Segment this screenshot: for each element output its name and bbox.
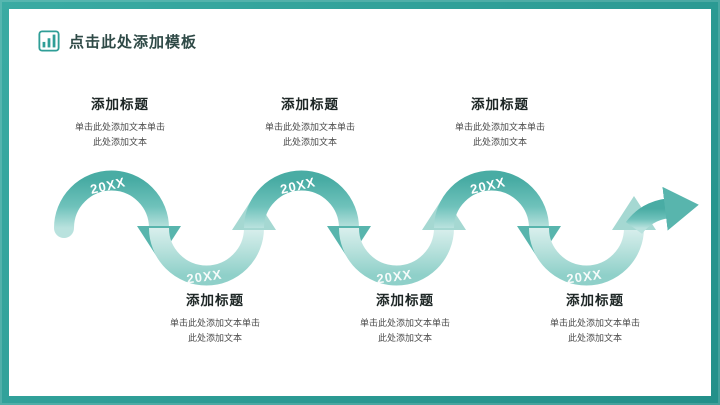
block-heading: 添加标题 [566, 293, 624, 308]
block-body-line: 此处添加文本 [377, 333, 432, 343]
wave-arc-up-2 [244, 170, 371, 260]
wave-arc-up-3 [434, 170, 561, 260]
text-block-bottom-2: 添加标题 单击此处添加文本单击 此处添加文本 [320, 289, 490, 346]
block-body-line: 此处添加文本 [187, 333, 242, 343]
slide-canvas [9, 9, 711, 396]
block-heading: 添加标题 [471, 97, 529, 112]
wave-arc-up-1 [54, 170, 181, 260]
text-block-bottom-1: 添加标题 单击此处添加文本单击 此处添加文本 [130, 289, 300, 346]
wave-year-label: 20XX [186, 267, 224, 287]
block-body-line: 单击此处添加文本单击 [549, 318, 640, 328]
block-body-line: 单击此处添加文本单击 [264, 122, 355, 132]
block-body-line: 此处添加文本 [92, 137, 147, 147]
bar-chart-icon [38, 30, 60, 52]
slide-header: 点击此处添加模板 [38, 30, 197, 52]
block-body-line: 此处添加文本 [282, 137, 337, 147]
block-body-line: 单击此处添加文本单击 [359, 318, 450, 328]
block-body-line: 单击此处添加文本单击 [454, 122, 545, 132]
block-heading: 添加标题 [91, 97, 149, 112]
slide-title: 点击此处添加模板 [69, 33, 198, 51]
wave-year-label: 20XX [566, 267, 604, 287]
wave-arc-down-3 [529, 196, 656, 286]
wave-year-label: 20XX [376, 267, 414, 287]
wave-arc-down-1 [149, 196, 276, 286]
block-heading: 添加标题 [186, 293, 244, 308]
text-block-top-1: 添加标题 单击此处添加文本单击 此处添加文本 [35, 93, 205, 150]
wave-arc-down-2 [339, 196, 466, 286]
block-body-line: 单击此处添加文本单击 [169, 318, 260, 328]
block-heading: 添加标题 [376, 293, 434, 308]
block-body-line: 单击此处添加文本单击 [74, 122, 165, 132]
block-body-line: 此处添加文本 [567, 333, 622, 343]
block-heading: 添加标题 [281, 97, 339, 112]
text-block-bottom-3: 添加标题 单击此处添加文本单击 此处添加文本 [510, 289, 680, 346]
text-block-top-2: 添加标题 单击此处添加文本单击 此处添加文本 [225, 93, 395, 150]
block-body-line: 此处添加文本 [472, 137, 527, 147]
wave-arc-end [625, 186, 699, 235]
text-block-top-3: 添加标题 单击此处添加文本单击 此处添加文本 [415, 93, 585, 150]
